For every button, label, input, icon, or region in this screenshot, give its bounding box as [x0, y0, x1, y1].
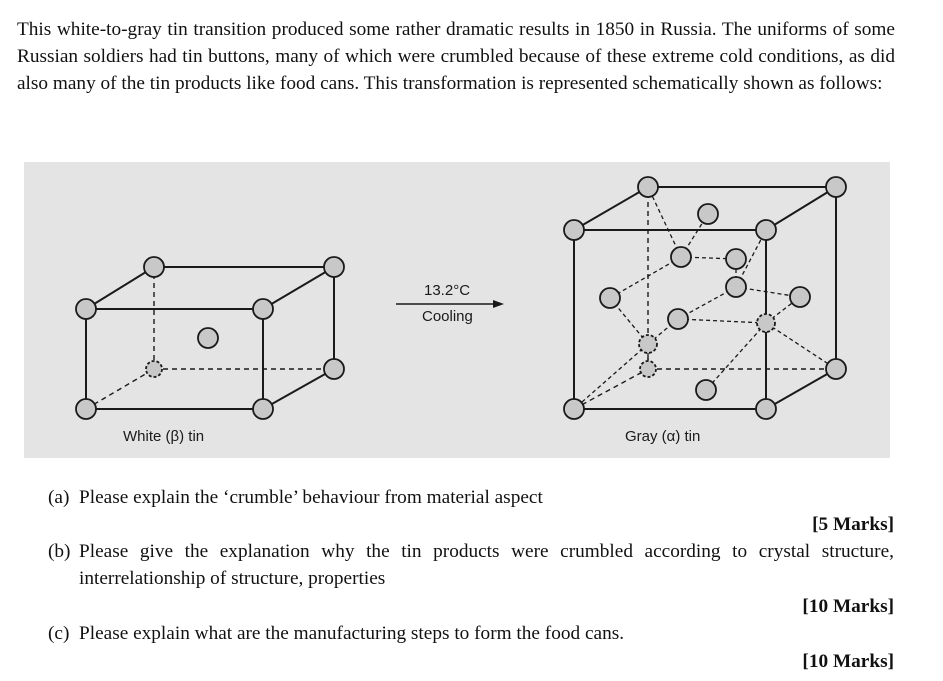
question-c-label: (c) — [48, 623, 70, 644]
question-a-text: Please explain the ‘crumble’ behaviour f… — [79, 487, 543, 508]
gray-tin-atoms — [563, 176, 847, 420]
tin-transition-figure: 13.2°C Cooling White (β) tin Gray (α) ti… — [24, 162, 890, 458]
white-tin-atom — [145, 360, 163, 378]
gray-tin-atom — [695, 379, 717, 401]
transition-temperature: 13.2°C — [424, 282, 471, 299]
question-c: (c) Please explain what are the manufact… — [48, 620, 894, 647]
gray-tin-atom — [599, 287, 621, 309]
gray-tin-atom — [697, 203, 719, 225]
white-tin-atom — [75, 398, 97, 420]
white-tin-atom — [143, 256, 165, 278]
white-tin-atom — [252, 298, 274, 320]
gray-tin-atom — [670, 246, 692, 268]
gray-tin-atom — [638, 334, 658, 354]
gray-tin-atom — [725, 276, 747, 298]
gray-tin-atom — [637, 176, 659, 198]
gray-tin-atom — [789, 286, 811, 308]
gray-tin-atom — [755, 219, 777, 241]
transition-process: Cooling — [422, 308, 473, 325]
intro-paragraph: This white-to-gray tin transition produc… — [17, 19, 895, 95]
question-c-text: Please explain what are the manufacturin… — [79, 623, 625, 644]
gray-tin-atom — [725, 248, 747, 270]
question-a-marks: [5 Marks] — [812, 514, 894, 535]
question-c-marks: [10 Marks] — [802, 651, 894, 672]
question-b-label: (b) — [48, 541, 71, 562]
gray-tin-label: Gray (α) tin — [625, 428, 701, 445]
question-b: (b) Please give the explanation why the … — [48, 538, 894, 592]
white-tin-unit-cell — [85, 266, 335, 410]
gray-tin-atom — [563, 219, 585, 241]
question-a-label: (a) — [48, 487, 70, 508]
white-tin-label: White (β) tin — [123, 428, 205, 445]
gray-tin-atom — [563, 398, 585, 420]
white-tin-atom — [75, 298, 97, 320]
question-b-text: Please give the explanation why the tin … — [79, 541, 894, 590]
question-a: (a) Please explain the ‘crumble’ behavio… — [48, 484, 894, 511]
white-tin-atom — [323, 256, 345, 278]
crystal-structure-diagram — [75, 176, 847, 420]
white-tin-atoms — [75, 256, 345, 420]
white-tin-center-atom — [197, 327, 219, 349]
gray-tin-atom — [825, 358, 847, 380]
gray-tin-atom — [667, 308, 689, 330]
question-b-marks: [10 Marks] — [802, 596, 894, 617]
gray-tin-atom — [756, 313, 776, 333]
cooling-arrow — [396, 300, 504, 308]
gray-tin-atom — [825, 176, 847, 198]
white-tin-atom — [252, 398, 274, 420]
gray-tin-atom — [639, 360, 657, 378]
white-tin-atom — [323, 358, 345, 380]
gray-tin-atom — [755, 398, 777, 420]
